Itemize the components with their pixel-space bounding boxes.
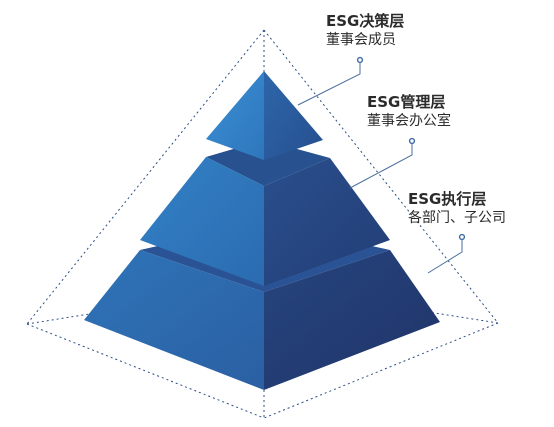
leader-top <box>297 63 361 106</box>
tier-top-left-face <box>206 71 264 160</box>
tier-bottom-right-face <box>264 250 440 390</box>
leader-dots <box>356 56 466 241</box>
label-execution-tier: ESG执行层 各部门、子公司 <box>408 189 506 228</box>
outline-base-front-right <box>263 322 499 419</box>
leader-bottom <box>427 240 463 274</box>
leader-dot-top <box>356 56 364 64</box>
tier-bottom-left-face <box>84 250 264 390</box>
tier-top-right-face <box>264 71 323 160</box>
leader-middle <box>349 144 413 189</box>
label-management-tier: ESG管理层 董事会办公室 <box>367 92 451 131</box>
management-tier-desc: 董事会办公室 <box>367 113 451 130</box>
tier-top <box>206 71 323 160</box>
decision-tier-title: ESG决策层 <box>326 12 405 30</box>
leader-dot-bottom <box>458 233 466 241</box>
decision-tier-desc: 董事会成员 <box>326 32 396 49</box>
leader-dot-middle <box>408 137 416 145</box>
execution-tier-title: ESG执行层 <box>408 190 487 208</box>
tier-middle-left-face <box>140 157 264 286</box>
management-tier-title: ESG管理层 <box>367 93 446 111</box>
tier-middle-top-face <box>206 140 330 186</box>
label-decision-tier: ESG决策层 董事会成员 <box>326 11 404 50</box>
execution-tier-desc: 各部门、子公司 <box>408 210 506 227</box>
tier-middle-right-face <box>264 158 390 286</box>
leader-lines <box>297 63 463 274</box>
tier-middle <box>140 140 390 286</box>
